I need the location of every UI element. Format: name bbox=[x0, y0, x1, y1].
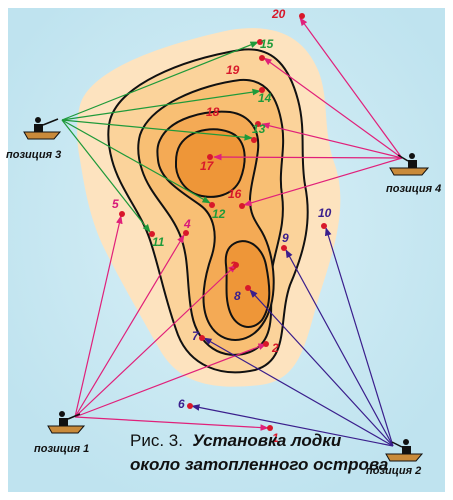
caption-line-2: около затопленного острова bbox=[130, 455, 388, 474]
point-label-18: 18 bbox=[206, 105, 220, 119]
point-label-15: 15 bbox=[260, 37, 274, 51]
marker-7 bbox=[199, 335, 205, 341]
position-label-1: позиция 1 bbox=[34, 443, 89, 455]
point-label-3: 3 bbox=[230, 259, 237, 273]
marker-14 bbox=[259, 87, 265, 93]
marker-3 bbox=[233, 262, 239, 268]
point-label-14: 14 bbox=[258, 91, 272, 105]
point-label-9: 9 bbox=[282, 231, 289, 245]
arrows-position-1 bbox=[74, 215, 269, 431]
point-label-13: 13 bbox=[252, 122, 266, 136]
position-label-4: позиция 4 bbox=[386, 183, 441, 195]
marker-9 bbox=[281, 245, 287, 251]
point-label-10: 10 bbox=[318, 206, 332, 220]
marker-18 bbox=[255, 121, 261, 127]
point-label-19: 19 bbox=[226, 63, 240, 77]
point-label-5: 5 bbox=[112, 197, 119, 211]
point-markers bbox=[119, 13, 327, 431]
point-label-17: 17 bbox=[200, 159, 215, 173]
point-label-6: 6 bbox=[178, 397, 185, 411]
marker-16 bbox=[239, 203, 245, 209]
caption-prefix: Рис. 3. bbox=[130, 431, 183, 450]
marker-15 bbox=[257, 39, 263, 45]
contour-5b bbox=[224, 240, 271, 328]
marker-19 bbox=[259, 55, 265, 61]
marker-4 bbox=[183, 230, 189, 236]
point-label-7: 7 bbox=[192, 329, 200, 343]
boat-position-4 bbox=[389, 153, 430, 176]
boat-position-3 bbox=[23, 117, 62, 140]
point-label-20: 20 bbox=[271, 7, 286, 21]
marker-13 bbox=[251, 137, 257, 143]
figure-caption: Рис. 3. Установка лодки около затопленно… bbox=[130, 431, 388, 474]
marker-20 bbox=[299, 13, 305, 19]
marker-8 bbox=[245, 285, 251, 291]
position-label-3: позиция 3 bbox=[6, 149, 61, 161]
marker-11 bbox=[149, 231, 155, 237]
point-label-4: 4 bbox=[183, 217, 191, 231]
arrows-position-2 bbox=[191, 227, 394, 447]
contour-5a bbox=[174, 128, 246, 198]
island-contours bbox=[77, 28, 341, 387]
point-label-2: 2 bbox=[271, 341, 279, 355]
arrows-position-4 bbox=[213, 17, 403, 207]
marker-1 bbox=[267, 425, 273, 431]
marker-10 bbox=[321, 223, 327, 229]
position-label-2: позиция 2 bbox=[366, 465, 421, 477]
boat-position-2 bbox=[385, 439, 424, 462]
marker-12 bbox=[209, 202, 215, 208]
point-label-16: 16 bbox=[228, 187, 242, 201]
arrows-position-3 bbox=[61, 41, 261, 233]
point-label-8: 8 bbox=[234, 289, 241, 303]
point-label-1: 1 bbox=[272, 431, 279, 445]
point-label-12: 12 bbox=[212, 207, 226, 221]
marker-2 bbox=[263, 341, 269, 347]
caption-title-line-1: Установка лодки bbox=[192, 431, 341, 450]
caption-line-1: Рис. 3. Установка лодки bbox=[130, 431, 342, 450]
marker-17 bbox=[207, 154, 213, 160]
marker-6 bbox=[187, 403, 193, 409]
point-labels: 1 2 3 4 5 6 7 8 9 10 11 12 13 14 15 16 1… bbox=[112, 7, 332, 445]
boat-position-1 bbox=[47, 411, 86, 434]
marker-5 bbox=[119, 211, 125, 217]
point-label-11: 11 bbox=[152, 235, 165, 249]
